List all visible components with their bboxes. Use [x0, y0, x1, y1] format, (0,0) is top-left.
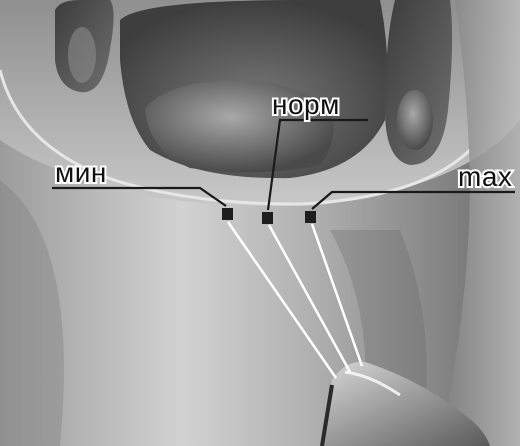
marker-max: [305, 211, 316, 223]
marker-min: [222, 208, 233, 220]
marker-norm: [262, 212, 273, 224]
right-vent-knob: [397, 90, 433, 150]
label-min: мин: [55, 157, 107, 188]
label-norm: норм: [272, 89, 340, 120]
label-max: max: [458, 161, 512, 192]
left-vent-highlight: [68, 27, 96, 83]
